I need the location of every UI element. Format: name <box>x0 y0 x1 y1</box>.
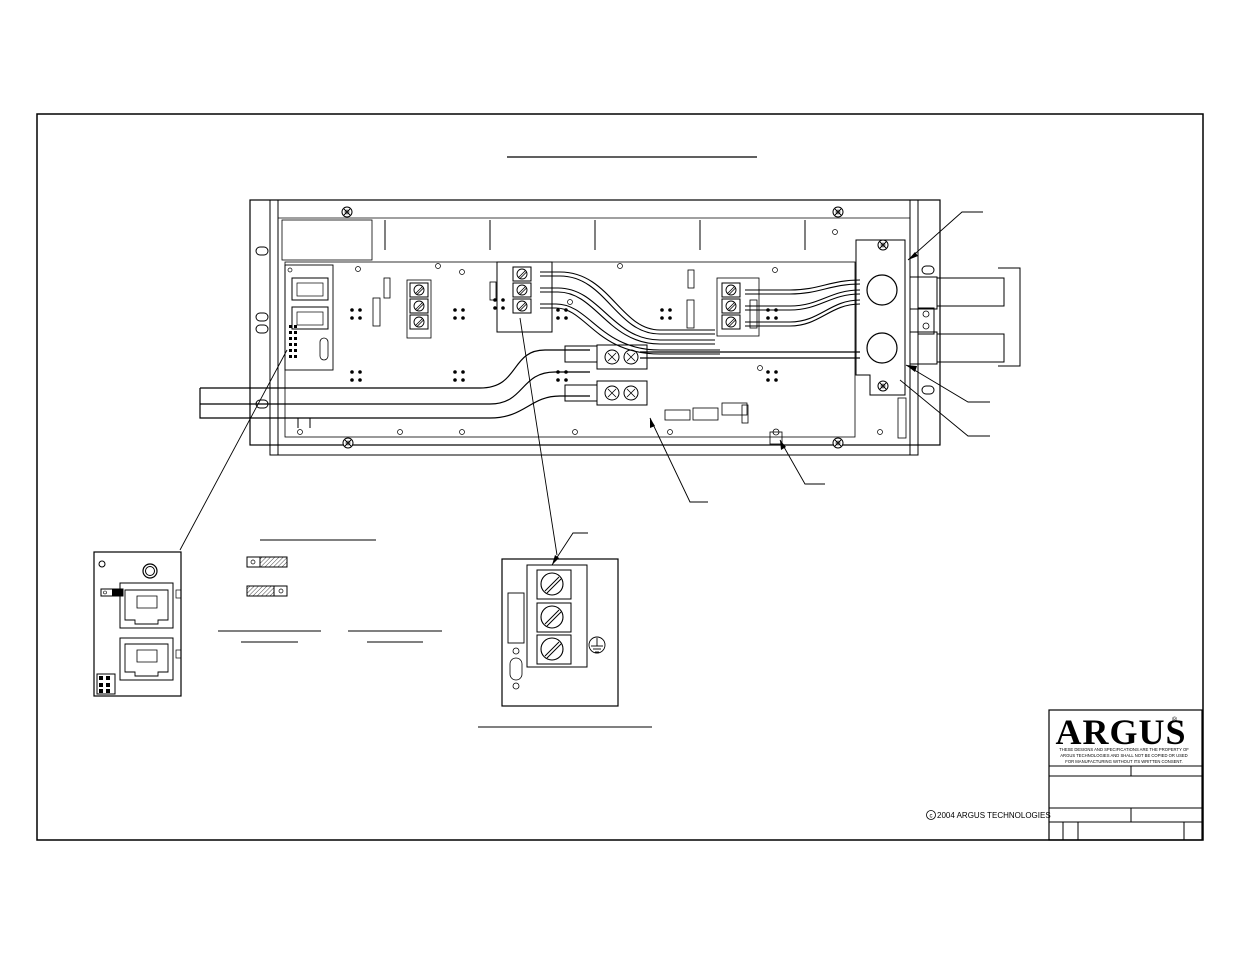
leader-lines <box>179 211 990 566</box>
title-block <box>1048 709 1203 841</box>
jumper-legend <box>218 539 442 643</box>
output-bracket <box>855 239 906 396</box>
detail-terminal-block <box>501 558 619 707</box>
detail-comm-board <box>93 551 182 697</box>
center-terminal-block <box>496 261 553 333</box>
output-knockout-lower <box>866 332 898 364</box>
copyright-text: 2004 ARGUS TECHNOLOGIES <box>937 811 1051 820</box>
ownership-notice-line-3: FOR MANUFACTURING WITHOUT ITS WRITTEN CO… <box>1065 759 1182 764</box>
comm-board-small <box>284 264 334 371</box>
output-knockout-upper <box>866 274 898 306</box>
ownership-notice-line-1: THESE DESIGNS AND SPECIFICATIONS ARE THE… <box>1059 747 1189 752</box>
left-mounting-ear <box>269 199 279 456</box>
sheet-border <box>36 113 1204 841</box>
copyright-icon <box>926 810 936 820</box>
registered-mark: ® <box>1172 716 1178 724</box>
copyright-symbol: c <box>930 814 933 820</box>
ground-icon <box>588 636 606 654</box>
main-assembly-view <box>199 199 1021 456</box>
argus-logo: ARGUS <box>1055 712 1186 752</box>
ownership-notice-line-2: ARGUS TECHNOLOGIES AND SHALL NOT BE COPI… <box>1060 753 1187 758</box>
